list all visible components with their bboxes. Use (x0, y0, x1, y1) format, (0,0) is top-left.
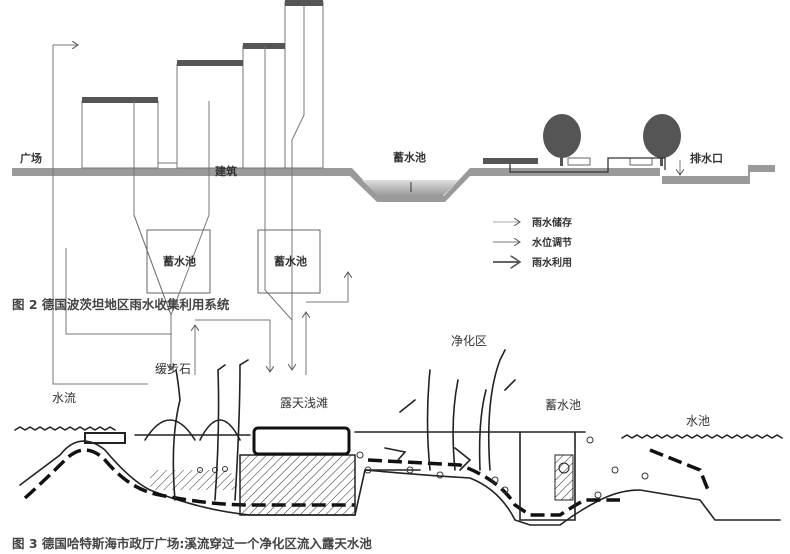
water-surface-right (621, 434, 783, 439)
road-surface (483, 158, 538, 164)
label-plaza: 广场 (20, 151, 42, 165)
reed-plants (144, 349, 516, 501)
water-surface-left (14, 426, 116, 431)
ground-section (12, 165, 775, 202)
legend: 雨水储存 水位调节 雨水利用 (493, 216, 572, 269)
pebbles (197, 436, 649, 499)
legend-label: 雨水利用 (532, 256, 572, 269)
liner (23, 448, 710, 517)
figure-2-diagram: 广场 建筑 蓄水池 排水口 蓄水池 蓄水池 雨水储存 水位调节 雨水利用 图 2… (12, 0, 775, 385)
drain-pipe (509, 157, 666, 173)
buildings (81, 1, 324, 169)
pipes (52, 6, 348, 385)
figure-3-caption: 图 3 德国哈特斯海市政厅广场:溪流穿过一个净化区流入露天水池 (12, 536, 372, 551)
ground-profile (19, 440, 781, 526)
legend-label: 水位调节 (531, 236, 572, 249)
label-tank-left: 蓄水池 (163, 254, 196, 268)
storage-tank-right (257, 229, 321, 294)
roofs (82, 0, 323, 103)
label-pond: 水池 (686, 414, 710, 428)
label-tank-right: 蓄水池 (274, 254, 307, 268)
shoal-platform (252, 426, 351, 456)
legend-label: 雨水储存 (532, 216, 572, 229)
storage-tank-left (146, 229, 211, 294)
figure-2-caption: 图 2 德国波茨坦地区雨水收集利用系统 (12, 297, 230, 312)
label-basin: 蓄水池 (393, 150, 426, 164)
car-icon (567, 157, 653, 166)
figure-3-sketch: 水流 缓步石 露天浅滩 净化区 蓄水池 水池 图 3 德国哈特斯海市政厅广场:溪… (12, 334, 783, 551)
label-stream: 水流 (52, 391, 76, 405)
label-purification-zone: 净化区 (451, 334, 487, 348)
stepping-stone (84, 432, 126, 444)
shoal-block (239, 454, 356, 516)
label-outlet: 排水口 (690, 151, 723, 165)
label-stepping-stones: 缓步石 (155, 362, 191, 376)
label-cistern: 蓄水池 (545, 398, 581, 412)
label-building: 建筑 (215, 164, 237, 178)
label-open-shoal: 露天浅滩 (280, 396, 328, 410)
